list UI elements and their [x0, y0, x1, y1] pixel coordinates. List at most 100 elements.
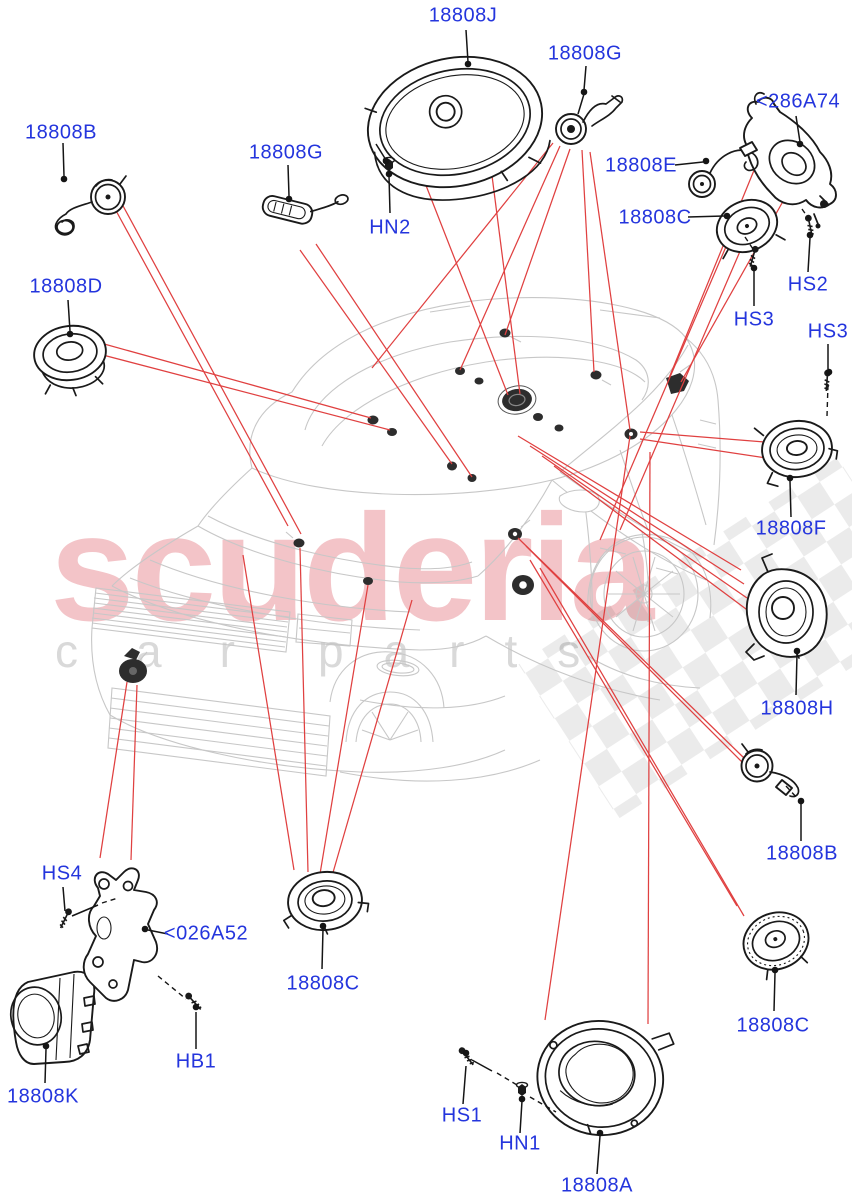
leader-line: [519, 1100, 523, 1134]
callout-line: [517, 435, 742, 571]
label-leader-lines: [44, 29, 829, 1175]
callout-line: [589, 151, 631, 431]
leader-dot: [750, 264, 758, 272]
leader-line: [577, 93, 585, 115]
callout-line: [315, 243, 473, 478]
part-label-18808H[interactable]: 18808H: [760, 697, 834, 720]
part-label-18808C-middle[interactable]: 18808C: [286, 972, 360, 995]
callout-line: [619, 248, 742, 531]
leader-line: [826, 383, 829, 417]
part-label-18808B-top-left[interactable]: 18808B: [25, 121, 97, 144]
leader-line: [157, 975, 187, 1000]
part-label-HB1[interactable]: HB1: [175, 1050, 217, 1073]
callout-line: [96, 341, 372, 419]
red-callout-lines: [96, 142, 787, 1025]
part-18808B-top-left-tweeter: [54, 175, 127, 236]
leader-line: [801, 208, 810, 220]
leader-dot: [786, 474, 794, 482]
part-label-18808A[interactable]: 18808A: [561, 1174, 633, 1197]
leader-dot: [825, 368, 833, 376]
callout-line: [581, 149, 595, 373]
checkered-flag-watermark: [518, 457, 852, 819]
callout-line: [599, 241, 729, 541]
part-label-HN2[interactable]: HN2: [369, 216, 411, 239]
leader-dot: [285, 195, 293, 203]
part-label-18808J[interactable]: 18808J: [428, 4, 498, 27]
callout-line: [299, 249, 453, 465]
leader-line: [583, 65, 587, 91]
part-label-HS2[interactable]: HS2: [787, 273, 829, 296]
part-18808G-top-tweeter: [555, 95, 624, 145]
part-18808A-subwoofer: [536, 1019, 675, 1137]
leader-dot: [141, 925, 149, 933]
leader-line: [44, 1048, 47, 1084]
part-18808D-speaker: [33, 324, 107, 397]
part-label-18808C-bottom-right[interactable]: 18808C: [736, 1014, 810, 1037]
leader-line: [674, 161, 704, 166]
leader-dot: [60, 175, 68, 183]
leader-line: [795, 115, 801, 143]
leader-dot: [66, 330, 74, 338]
part-label-18808G-left[interactable]: 18808G: [248, 141, 324, 164]
callout-line: [319, 584, 369, 875]
leader-line: [496, 1072, 518, 1086]
part-18808C-bottom-right-speaker: [742, 911, 810, 981]
callout-line: [417, 164, 509, 396]
callout-line: [489, 159, 521, 395]
callout-line: [107, 195, 289, 527]
leader-dot: [319, 922, 327, 930]
watermark-brand-word: scuderia: [50, 483, 654, 653]
callout-line: [371, 142, 554, 369]
part-18808E-tweeter: [688, 141, 759, 198]
part-label-026A52[interactable]: <026A52: [163, 922, 249, 945]
callout-line: [541, 455, 748, 599]
callout-line: [130, 684, 138, 861]
leader-line: [465, 29, 469, 63]
leader-line: [807, 237, 811, 273]
callout-line: [504, 148, 571, 336]
part-label-18808E[interactable]: 18808E: [605, 154, 677, 177]
part-label-HS3-left[interactable]: HS3: [733, 308, 775, 331]
part-label-HS3-right[interactable]: HS3: [807, 320, 849, 343]
part-label-HS4[interactable]: HS4: [41, 862, 83, 885]
part-label-18808D[interactable]: 18808D: [29, 275, 103, 298]
leader-line: [773, 972, 776, 1012]
part-026A52-bracket: [82, 867, 158, 1002]
callout-line: [121, 203, 302, 535]
leader-line: [147, 929, 169, 935]
leader-line: [471, 1059, 493, 1072]
part-label-18808G-top[interactable]: 18808G: [547, 42, 623, 65]
leader-line: [62, 142, 65, 177]
leader-line: [62, 886, 66, 912]
leader-dot: [462, 1049, 470, 1057]
leader-line: [287, 164, 290, 197]
part-18808F-speaker: [753, 419, 839, 488]
callout-line: [647, 451, 651, 1025]
leader-line: [687, 215, 725, 218]
leader-dot: [580, 88, 588, 96]
callout-line: [299, 547, 309, 873]
part-label-286A74[interactable]: <286A74: [755, 90, 841, 113]
leader-line: [67, 299, 71, 332]
part-label-HS1[interactable]: HS1: [441, 1104, 483, 1127]
leader-dot: [702, 157, 710, 165]
callout-line: [517, 537, 745, 759]
leader-dot: [385, 170, 393, 178]
callout-line: [242, 554, 295, 871]
screw-hs1-icon: [456, 1045, 477, 1068]
part-18808K-amplifier: [9, 970, 96, 1065]
callout-line: [459, 145, 561, 371]
leader-line: [388, 175, 391, 214]
callout-line: [525, 545, 749, 769]
callout-line: [99, 681, 128, 859]
leader-dot: [793, 647, 801, 655]
part-label-18808F[interactable]: 18808F: [755, 517, 827, 540]
part-label-18808C-upper[interactable]: 18808C: [618, 206, 692, 229]
part-label-18808B-lower-right[interactable]: 18808B: [766, 842, 838, 865]
speaker-mount-points: [119, 328, 691, 683]
part-label-HN1[interactable]: HN1: [499, 1132, 541, 1155]
part-label-18808K[interactable]: 18808K: [7, 1085, 79, 1108]
